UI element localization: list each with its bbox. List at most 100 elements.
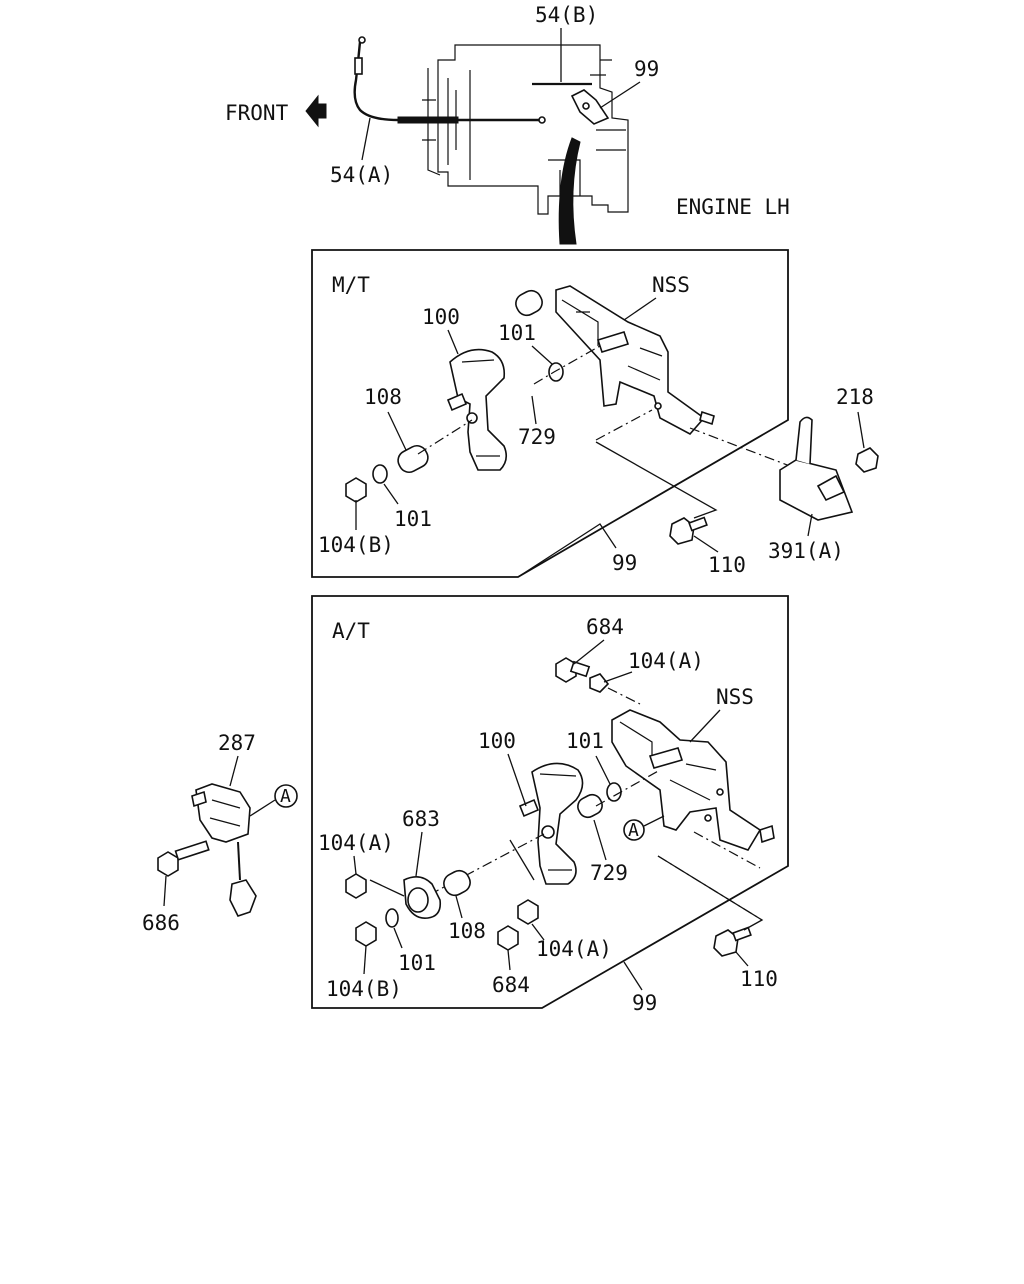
collar-729-at: [577, 793, 603, 819]
leader-ref-a-switch: [249, 799, 276, 817]
leader-729-at: [593, 819, 607, 861]
at-panel-title: A/T: [332, 619, 370, 643]
clip-nut-218: [855, 447, 879, 473]
leader-108-mt: [387, 411, 407, 451]
leader-686: [163, 875, 167, 907]
callout-104b-mt: 104(B): [318, 533, 394, 557]
callout-99-top: 99: [634, 57, 659, 81]
bracket-hole-icon: [704, 814, 712, 822]
bolt-684-top: [555, 657, 577, 683]
washer-104a-top: [589, 673, 610, 693]
lever-100-at: [531, 762, 584, 885]
engine-fan-lines: [422, 68, 441, 176]
lever-pivot-icon: [582, 102, 590, 110]
lever-pivot-icon: [541, 825, 555, 839]
bracket-tab: [795, 416, 813, 465]
washer-101-upper-mt: [548, 362, 564, 382]
lever-pivot-icon: [466, 412, 478, 424]
ref-mark-a-switch: [274, 784, 298, 808]
leader-684-top: [573, 639, 605, 665]
washer-104a-bottom: [517, 899, 539, 925]
leader-101-upper-mt: [531, 345, 553, 365]
nut-104b-at: [355, 921, 377, 947]
leader-110-mt: [693, 535, 719, 553]
leader-101-lower-mt: [383, 483, 399, 505]
callout-100-at: 100: [478, 729, 516, 753]
at-panel-frame: [311, 595, 789, 1009]
callout-104a-bottom: 104(A): [536, 937, 612, 961]
collar-108-at: [443, 869, 471, 897]
front-label: FRONT: [225, 101, 289, 125]
cable-sleeve-icon: [354, 57, 363, 75]
nut-104b-mt: [345, 477, 367, 503]
callout-101-upper-at: 101: [566, 729, 604, 753]
bracket-hole-icon: [716, 788, 724, 796]
callout-99-mt: 99: [612, 551, 637, 575]
callout-54a: 54(A): [330, 163, 393, 187]
lever-detail: [461, 359, 500, 457]
callout-101-lower-mt: 101: [394, 507, 432, 531]
collar-729-mt: [515, 289, 543, 317]
engine-rib-lines: [590, 59, 626, 151]
lever-100-mt: [449, 348, 508, 471]
leader-101-lower-at: [393, 927, 403, 949]
cable-end-icon: [358, 36, 366, 44]
stud-thread-icon: [648, 747, 684, 769]
callout-110-at: 110: [740, 967, 778, 991]
callout-104a-left: 104(A): [318, 831, 394, 855]
bolt-686: [157, 851, 179, 877]
axis-line-mt: [417, 345, 601, 455]
bolt-110-mt: [669, 517, 695, 545]
lever-stud-icon: [518, 798, 540, 818]
callout-nss-at: NSS: [716, 685, 754, 709]
leader-104a-bottom: [531, 923, 545, 941]
callout-54b: 54(B): [535, 3, 598, 27]
leader-99-at: [623, 961, 643, 991]
bolt-686-thread-icon: [174, 840, 210, 861]
switch-group: A 287 686: [142, 731, 298, 935]
lever-at-detail: [539, 773, 577, 871]
mt-panel-frame: [311, 249, 789, 578]
switch-detail: [209, 799, 241, 827]
leader-287: [229, 755, 239, 787]
washer-101-lower-at: [385, 908, 399, 928]
callout-683: 683: [402, 807, 440, 831]
cam-hole-icon: [407, 887, 429, 913]
ref-mark-a-panel: [623, 819, 645, 841]
leader-99-at-a: [657, 855, 764, 931]
engine-detail-lines: [447, 70, 471, 180]
lever-stud-icon: [446, 392, 468, 412]
leader-729-mt: [531, 395, 537, 425]
collar-108-mt: [397, 444, 429, 474]
callout-104b-at: 104(B): [326, 977, 402, 1001]
mt-panel-title: M/T: [332, 273, 370, 297]
nss-bracket-detail: [561, 299, 663, 381]
switch-connector-icon: [229, 879, 257, 917]
leader-101-upper-at: [595, 755, 611, 785]
bolt-thread-icon: [732, 926, 752, 942]
callout-nss-mt: NSS: [652, 273, 690, 297]
nut-104a-left: [345, 873, 367, 899]
callout-99-at: 99: [632, 991, 657, 1015]
callout-684-bottom: 684: [492, 973, 530, 997]
ref-mark-a-switch-text: A: [280, 786, 291, 807]
leader-110-at: [735, 951, 749, 967]
nss-bracket-at-detail: [619, 721, 717, 801]
leader-100-mt: [447, 329, 459, 355]
detail-pointer-arrow: [558, 137, 581, 245]
callout-110-mt: 110: [708, 553, 746, 577]
stud-thread-icon: [596, 331, 630, 353]
bolt-axis-top: [607, 687, 641, 705]
callout-108-at: 108: [448, 919, 486, 943]
callout-684-top: 684: [586, 615, 624, 639]
leader-108-at: [455, 895, 463, 919]
leader-99-top: [599, 81, 641, 109]
switch-287: [195, 783, 251, 843]
leader-ref-a-panel: [643, 815, 665, 827]
mt-panel: M/T 100 101: [311, 249, 879, 578]
washer-101-lower-mt: [372, 464, 388, 484]
at-panel: A/T: [311, 595, 789, 1015]
leader-104b-at: [363, 945, 367, 975]
